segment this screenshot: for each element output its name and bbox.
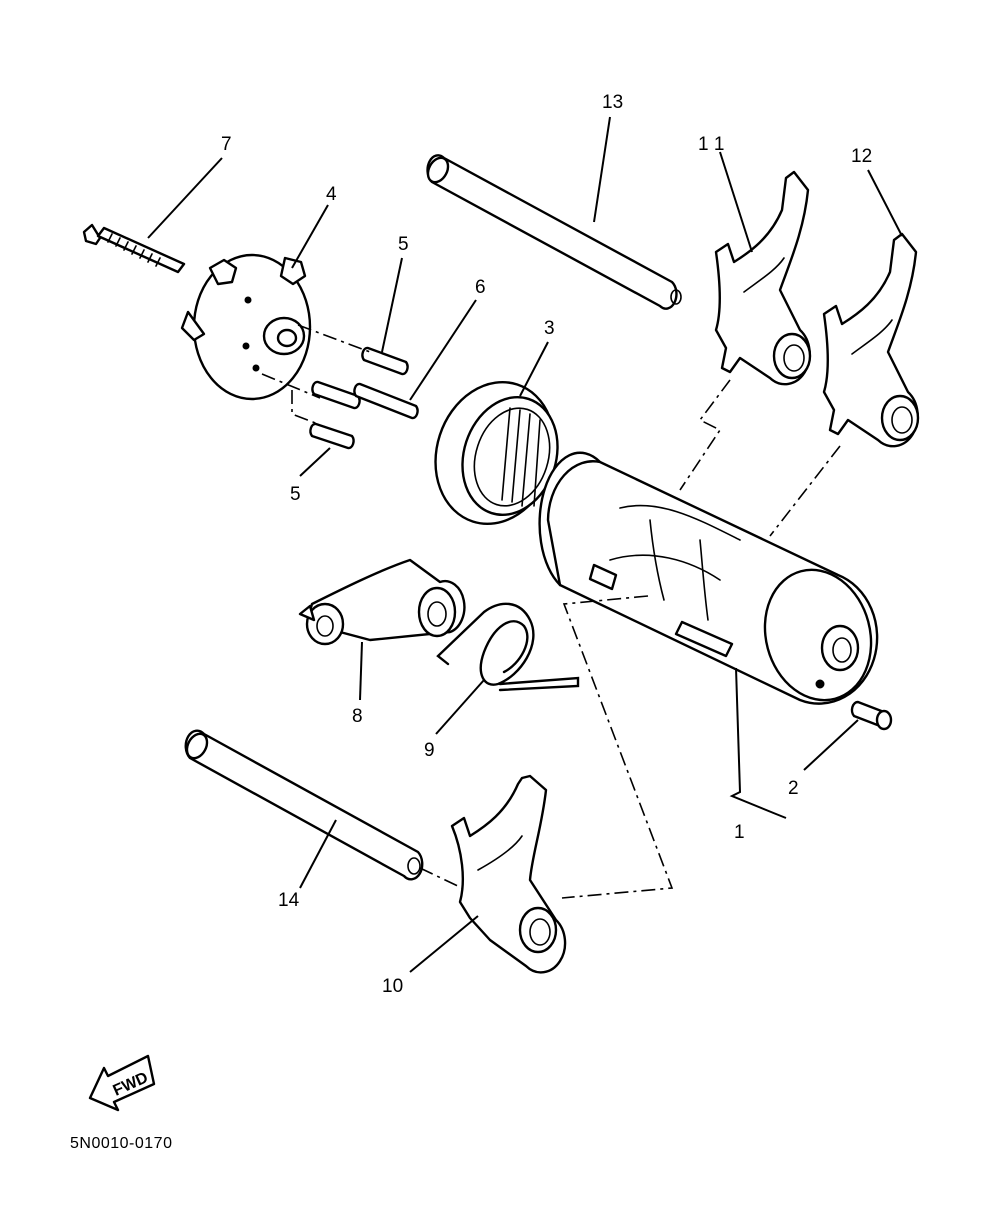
callout-9: 9 (424, 740, 435, 761)
part-8-lever (298, 558, 466, 646)
part-6-pin (353, 382, 419, 420)
callout-10: 10 (382, 976, 403, 997)
callout-7: 7 (221, 134, 232, 155)
fwd-arrow-icon: FWD (88, 1054, 156, 1112)
callout-11: 1 1 (698, 134, 724, 155)
callout-5-lower: 5 (290, 484, 301, 505)
part-9-spring (436, 602, 580, 692)
alignment-lines-segment (261, 324, 371, 425)
part-12-fork (822, 232, 920, 448)
callout-2: 2 (788, 778, 799, 799)
callout-labels: 7 4 5 6 3 13 1 1 12 5 8 9 2 1 14 10 (221, 92, 872, 997)
callout-14: 14 (278, 890, 300, 911)
part-14-shaft (184, 729, 424, 881)
part-10-fork (450, 774, 567, 974)
callout-12: 12 (851, 146, 872, 167)
drawing-code: 5N0010-0170 (70, 1135, 172, 1152)
callout-3: 3 (544, 318, 555, 339)
leader-lines (147, 116, 903, 973)
callout-1: 1 (734, 822, 745, 843)
part-7-screw (82, 223, 186, 274)
part-4-cam-segment (180, 253, 312, 401)
callout-6: 6 (475, 277, 486, 298)
part-5-pins (309, 346, 409, 450)
callout-4: 4 (326, 184, 337, 205)
callout-5-upper: 5 (398, 234, 409, 255)
part-13-shaft (426, 154, 682, 310)
alignment-lines-forks (419, 379, 841, 899)
callout-13: 13 (602, 92, 623, 113)
part-3-bearing (434, 381, 559, 525)
callout-8: 8 (352, 706, 363, 727)
part-1-shift-drum (538, 451, 879, 705)
part-11-fork (714, 170, 812, 386)
part-2-pin (850, 700, 893, 731)
